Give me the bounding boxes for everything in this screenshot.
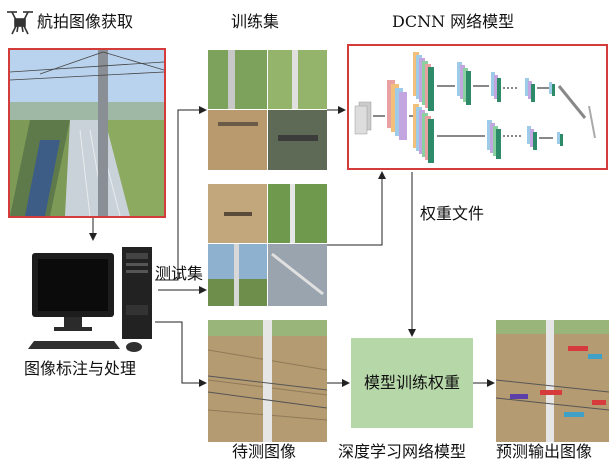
model-training-weights-label: 模型训练权重 xyxy=(363,373,460,392)
drone-icon xyxy=(5,8,35,36)
dcnn-model-label: DCNN 网络模型 xyxy=(392,12,515,31)
predicted-output-photo xyxy=(495,320,609,442)
computer-icon xyxy=(28,245,158,355)
weight-file-label: 权重文件 xyxy=(420,204,485,223)
deep-learning-model-label: 深度学习网络模型 xyxy=(338,442,467,461)
test-set-grid xyxy=(208,184,327,306)
image-to-test-label: 待测图像 xyxy=(232,442,297,461)
dcnn-model-diagram xyxy=(347,44,608,170)
model-training-weights-box: 模型训练权重 xyxy=(351,338,473,428)
training-set-label: 训练集 xyxy=(231,12,280,31)
predicted-output-label: 预测输出图像 xyxy=(496,442,593,461)
image-to-test-photo xyxy=(207,320,328,442)
aerial-photo xyxy=(8,48,166,218)
test-set-label: 测试集 xyxy=(155,264,204,283)
annotation-processing-label: 图像标注与处理 xyxy=(24,359,137,378)
training-set-grid xyxy=(208,50,327,170)
aerial-capture-label: 航拍图像获取 xyxy=(37,12,134,31)
